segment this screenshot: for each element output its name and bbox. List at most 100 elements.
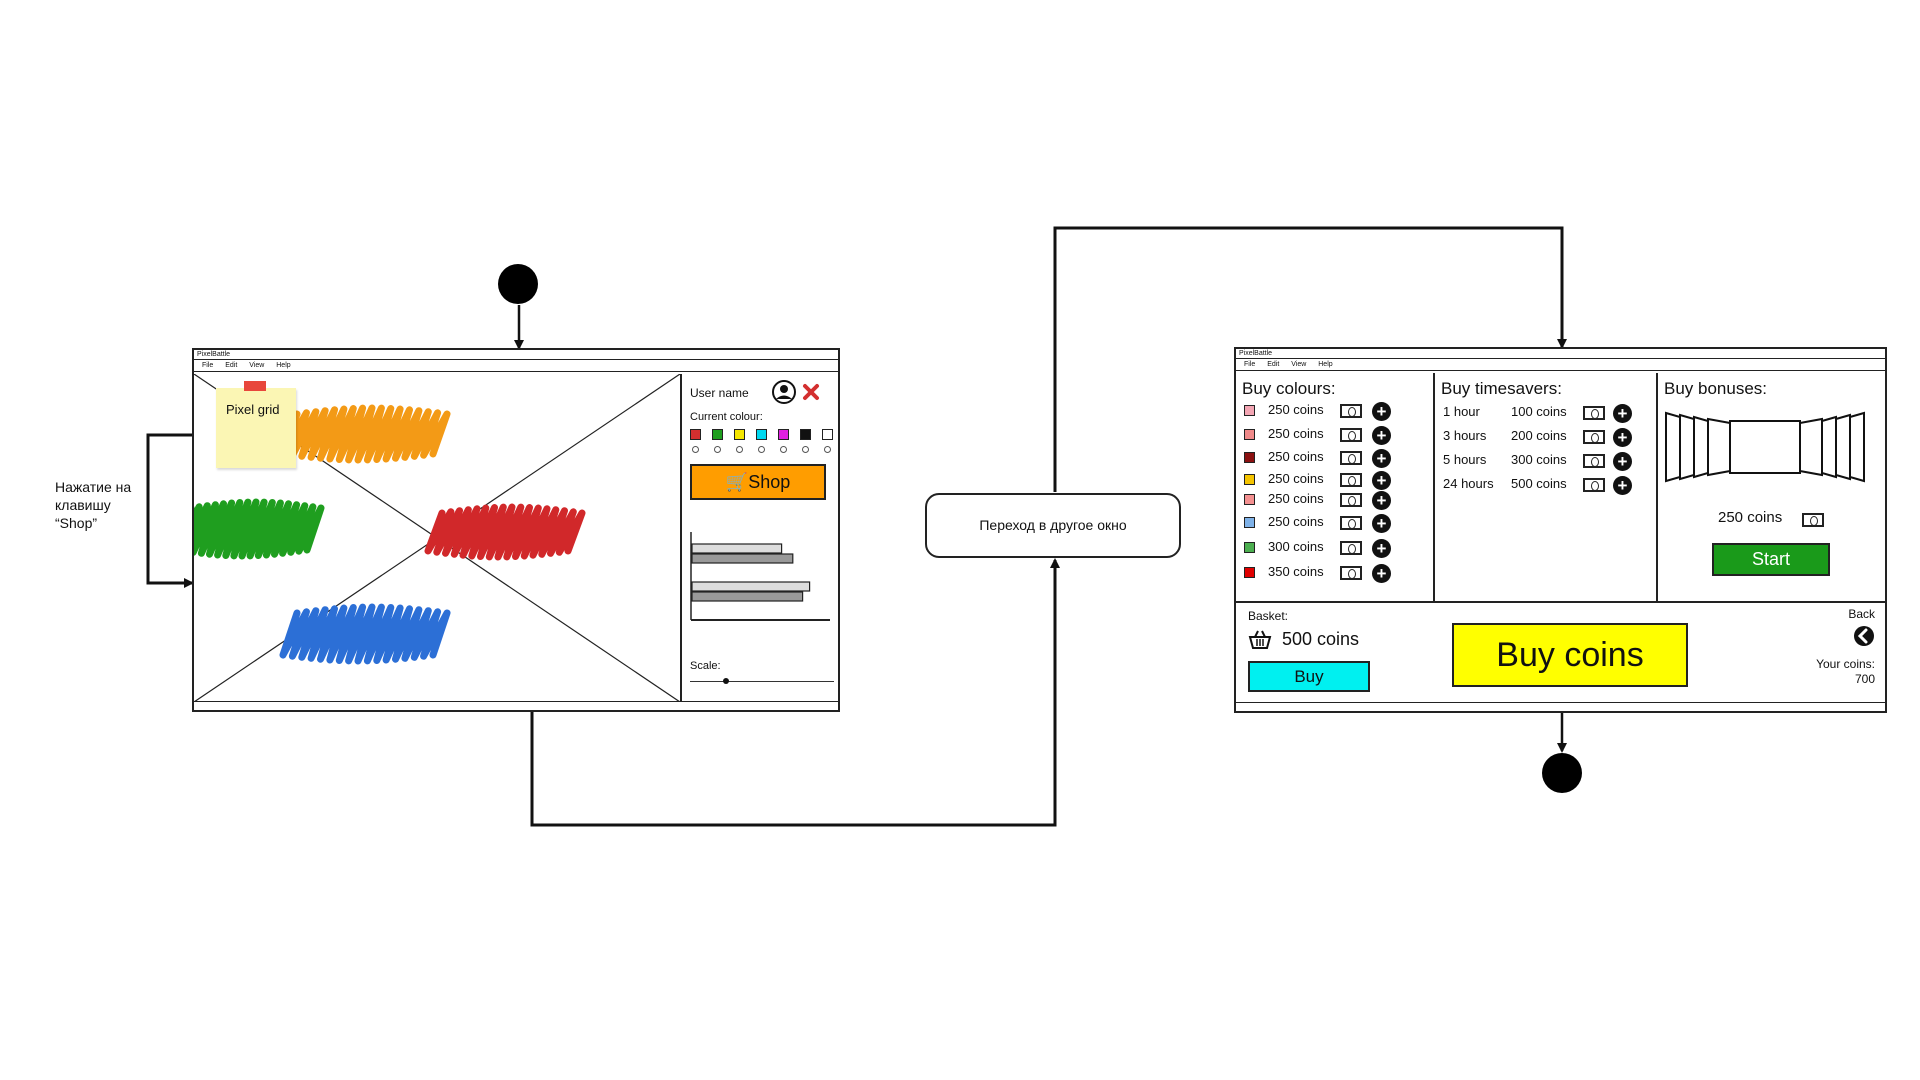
palette-swatch[interactable] (712, 429, 723, 440)
timesaver-duration: 24 hours (1443, 476, 1494, 491)
palette-radio[interactable] (714, 446, 721, 453)
add-plus-icon[interactable]: + (1372, 539, 1391, 558)
sticky-tape (244, 381, 266, 391)
palette-radio[interactable] (802, 446, 809, 453)
colour-price: 250 coins (1268, 514, 1324, 529)
stat-bar (691, 543, 783, 554)
buy-button[interactable]: Buy (1248, 661, 1370, 692)
menu-edit[interactable]: Edit (1267, 361, 1280, 368)
timesavers-heading: Buy timesavers: (1441, 379, 1562, 398)
colour-list: 250 coins+250 coins+250 coins+250 coins+… (1236, 401, 1433, 601)
annotation-line: Нажатие на (55, 479, 132, 495)
colour-swatch (1244, 474, 1255, 485)
money-icon (1340, 541, 1362, 555)
colour-price: 250 coins (1268, 426, 1324, 441)
colour-swatch (1244, 542, 1255, 553)
start-button[interactable]: Start (1712, 543, 1830, 576)
palette-swatch[interactable] (756, 429, 767, 440)
add-plus-icon[interactable]: + (1613, 452, 1632, 471)
shopping-cart-icon: 🛒 (725, 472, 749, 492)
palette-swatch[interactable] (778, 429, 789, 440)
back-arrow-icon[interactable] (1853, 625, 1875, 647)
add-plus-icon[interactable]: + (1372, 564, 1391, 583)
add-plus-icon[interactable]: + (1372, 514, 1391, 533)
colours-section: Buy colours: 250 coins+250 coins+250 coi… (1236, 373, 1435, 601)
orange-scribble (279, 404, 451, 464)
shop-button[interactable]: 🛒Shop (690, 464, 826, 500)
side-panel: User name Current colour: 🛒Shop Scale: (682, 374, 838, 702)
stat-bar (691, 581, 811, 592)
palette-swatch[interactable] (800, 429, 811, 440)
menu-view[interactable]: View (249, 362, 265, 369)
colour-item-row: 250 coins+ (1236, 490, 1433, 512)
bonus-price: 250 coins (1718, 509, 1783, 526)
add-plus-icon[interactable]: + (1372, 471, 1391, 490)
palette-swatch[interactable] (690, 429, 701, 440)
palette-radio[interactable] (824, 446, 831, 453)
colour-swatch (1244, 494, 1255, 505)
window-title: PixelBattle (1239, 350, 1273, 357)
add-plus-icon[interactable]: + (1613, 476, 1632, 495)
scribble-stroke (173, 498, 325, 560)
menu-bar: File Edit View Help (194, 360, 838, 372)
annotation-line: клавишу (55, 497, 111, 513)
user-avatar-icon[interactable] (772, 380, 796, 404)
scale-label: Scale: (690, 660, 721, 672)
palette-swatch[interactable] (734, 429, 745, 440)
palette-radio[interactable] (692, 446, 699, 453)
pixel-canvas[interactable]: Pixel grid (173, 373, 682, 703)
add-plus-icon[interactable]: + (1372, 426, 1391, 445)
back-label: Back (1848, 607, 1875, 621)
menu-edit[interactable]: Edit (225, 362, 238, 369)
close-icon[interactable] (802, 383, 820, 401)
add-plus-icon[interactable]: + (1372, 449, 1391, 468)
bonuses-heading: Buy bonuses: (1664, 379, 1768, 398)
self-loop-arrow (146, 433, 194, 588)
buy-coins-button[interactable]: Buy coins (1452, 623, 1688, 687)
colour-swatch (1244, 517, 1255, 528)
palette-radio[interactable] (758, 446, 765, 453)
money-icon (1340, 566, 1362, 580)
menu-file[interactable]: File (202, 362, 214, 369)
stats-bar-chart (690, 532, 830, 621)
colour-price: 350 coins (1268, 564, 1324, 579)
add-plus-icon[interactable]: + (1613, 404, 1632, 423)
basket-area: Basket: 500 coins Buy Buy coins Back You… (1236, 601, 1885, 705)
to-shop-window-arrow (1053, 226, 1567, 492)
add-plus-icon[interactable]: + (1372, 491, 1391, 510)
colour-swatch (1244, 452, 1255, 463)
menu-help[interactable]: Help (1318, 361, 1333, 368)
shop-key-annotation: Нажатие на клавишу “Shop” (55, 478, 131, 532)
colour-item-row: 250 coins+ (1236, 448, 1433, 470)
annotation-line: “Shop” (55, 515, 98, 531)
colour-swatch (1244, 567, 1255, 578)
shop-window: PixelBattle File Edit View Help Buy colo… (1234, 347, 1887, 713)
menu-file[interactable]: File (1244, 361, 1256, 368)
palette-swatch[interactable] (822, 429, 833, 440)
bonuses-section: Buy bonuses: 250 coins Start (1658, 373, 1885, 601)
basket-label: Basket: (1248, 609, 1289, 623)
bonus-carousel-image[interactable] (1664, 407, 1880, 487)
menu-help[interactable]: Help (276, 362, 291, 369)
add-plus-icon[interactable]: + (1613, 428, 1632, 447)
add-plus-icon[interactable]: + (1372, 402, 1391, 421)
colour-price: 300 coins (1268, 539, 1324, 554)
timesaver-price: 200 coins (1511, 428, 1567, 443)
money-icon (1340, 428, 1362, 442)
pixel-grid-sticky-note: Pixel grid (216, 381, 296, 468)
scale-slider[interactable] (690, 676, 834, 686)
menu-view[interactable]: View (1291, 361, 1307, 368)
palette-radio[interactable] (736, 446, 743, 453)
colour-item-row: 250 coins+ (1236, 401, 1433, 423)
basket-icon (1248, 630, 1272, 649)
timesaver-duration: 1 hour (1443, 404, 1480, 419)
scale-slider-handle[interactable] (723, 678, 729, 684)
menu-bar: File Edit View Help (1236, 359, 1885, 371)
money-icon (1340, 493, 1362, 507)
window-titlebar: PixelBattle (194, 350, 838, 360)
green-scribble (173, 498, 325, 560)
palette-radio[interactable] (780, 446, 787, 453)
